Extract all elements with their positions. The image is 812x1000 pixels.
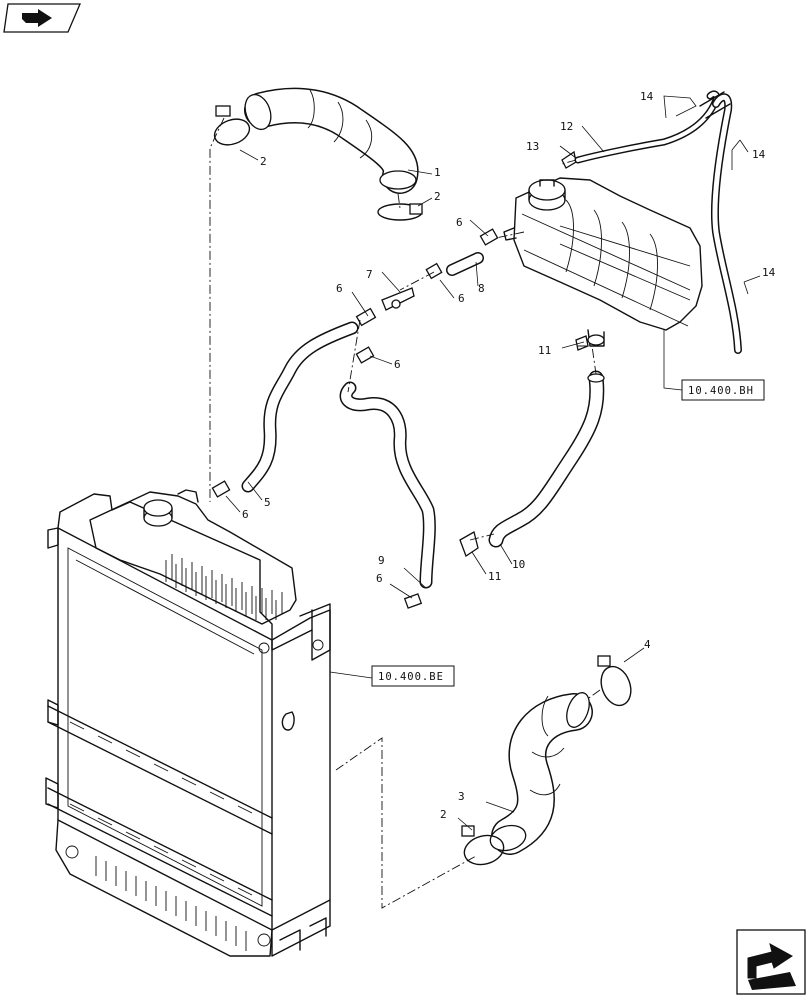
svg-text:10.400.BH: 10.400.BH (688, 385, 754, 397)
callout-1: 1 (434, 166, 441, 179)
ref-box-expansion-tank[interactable]: 10.400.BH (681, 379, 765, 401)
hose-clamp-4 (597, 655, 632, 707)
next-page-arrow-icon[interactable] (736, 929, 806, 995)
callout-2: 2 (440, 808, 447, 821)
callout-14: 14 (762, 266, 776, 279)
upper-radiator-hose (244, 87, 419, 194)
callout-14: 14 (640, 90, 654, 103)
callout-12: 12 (560, 120, 573, 133)
callout-10: 10 (512, 558, 525, 571)
fittings (211, 150, 589, 609)
book-arrow-icon[interactable] (3, 3, 81, 33)
heater-hose-9 (339, 381, 436, 589)
callout-5: 5 (264, 496, 271, 509)
heater-hose-5 (241, 321, 359, 493)
vent-tube-12 (574, 90, 720, 164)
hose-clamp-lower (377, 203, 423, 221)
ref-box-radiator[interactable]: 10.400.BE (371, 665, 455, 687)
callout-9: 9 (378, 554, 385, 567)
radiator-fins (165, 554, 283, 620)
lower-radiator-hose (489, 692, 593, 855)
callout-14: 14 (752, 148, 766, 161)
callout-11: 11 (538, 344, 551, 357)
tank-ribs (559, 199, 691, 311)
callout-2: 2 (260, 155, 267, 168)
callout-8: 8 (478, 282, 485, 295)
callout-13: 13 (526, 140, 539, 153)
callout-4: 4 (644, 638, 651, 651)
radiator (45, 489, 331, 957)
callout-7: 7 (366, 268, 373, 281)
leader-lines (225, 95, 761, 831)
callout-6: 6 (336, 282, 343, 295)
bottom-fins (95, 856, 247, 951)
svg-text:10.400.BE: 10.400.BE (378, 671, 444, 683)
callout-6: 6 (242, 508, 249, 521)
callout-3: 3 (458, 790, 465, 803)
overflow-tube-14 (699, 91, 742, 354)
strap-slots (69, 721, 253, 896)
callout-11: 11 (488, 570, 501, 583)
callout-6: 6 (376, 572, 383, 585)
callout-2: 2 (434, 190, 441, 203)
centerlines (209, 117, 601, 909)
expansion-tank (503, 177, 703, 347)
tank-outlet-hose-10 (488, 370, 605, 548)
hose-clamp-bottom (461, 825, 505, 866)
callout-6: 6 (456, 216, 463, 229)
callout-labels: 1 2 2 2 3 4 5 6 6 6 6 6 6 7 8 9 10 11 11… (242, 90, 776, 821)
callout-6: 6 (458, 292, 465, 305)
callout-6: 6 (394, 358, 401, 371)
